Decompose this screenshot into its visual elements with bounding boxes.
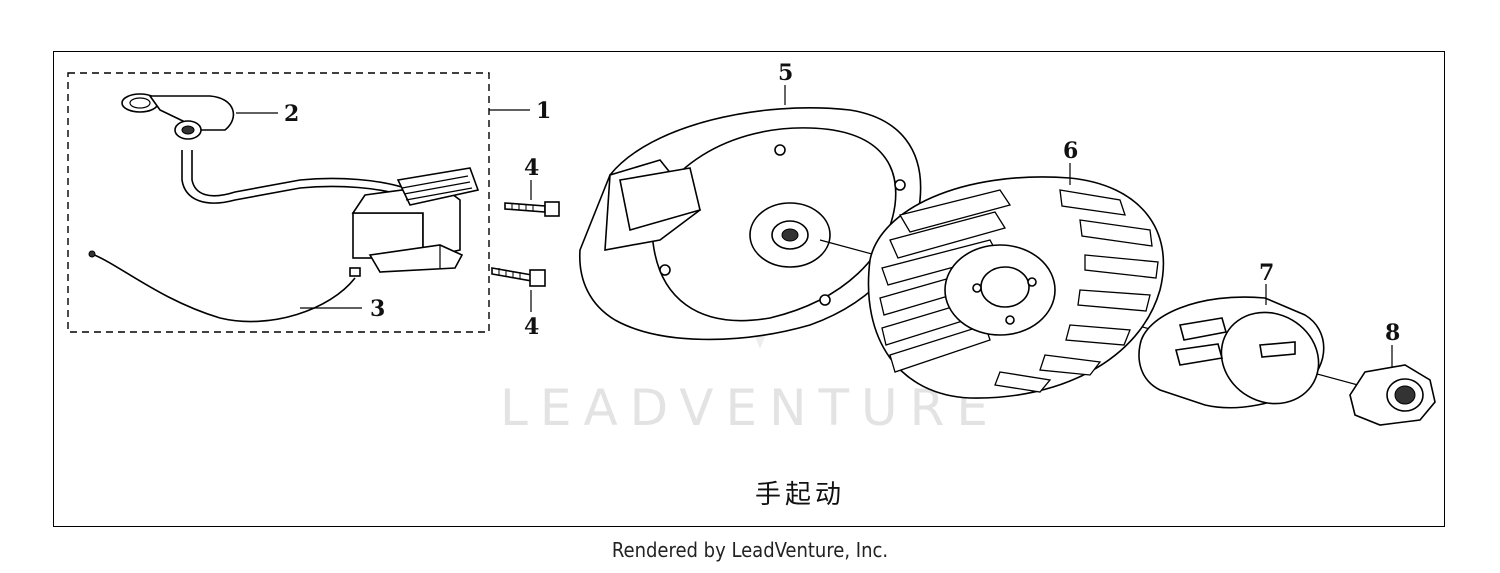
bolt-lower[interactable] [491, 267, 546, 287]
starter-cup[interactable] [1138, 295, 1335, 421]
callout-5: 5 [778, 60, 793, 86]
ground-wire[interactable] [91, 253, 356, 323]
cooling-fan[interactable] [867, 176, 1165, 399]
callout-6: 6 [1063, 138, 1078, 164]
watermark-text: LEADVENTURE [500, 379, 1000, 437]
high-tension-lead [181, 150, 406, 204]
callout-4-lower: 4 [524, 314, 539, 340]
callout-7: 7 [1259, 260, 1274, 286]
ignition-coil[interactable] [351, 167, 480, 273]
callout-3: 3 [370, 296, 385, 322]
diagram-frame [53, 51, 1445, 527]
callout-4-upper: 4 [524, 155, 539, 181]
diagram-caption: 手起动 [755, 480, 845, 510]
credit-line: Rendered by LeadVenture, Inc. [611, 538, 889, 562]
spark-plug-cap[interactable] [121, 93, 235, 140]
callout-1: 1 [536, 98, 551, 124]
callout-8: 8 [1385, 320, 1400, 346]
assembly-box [67, 72, 490, 333]
callout-2: 2 [284, 101, 299, 127]
bolt-upper[interactable] [504, 201, 560, 217]
flywheel-nut[interactable] [1349, 364, 1436, 426]
